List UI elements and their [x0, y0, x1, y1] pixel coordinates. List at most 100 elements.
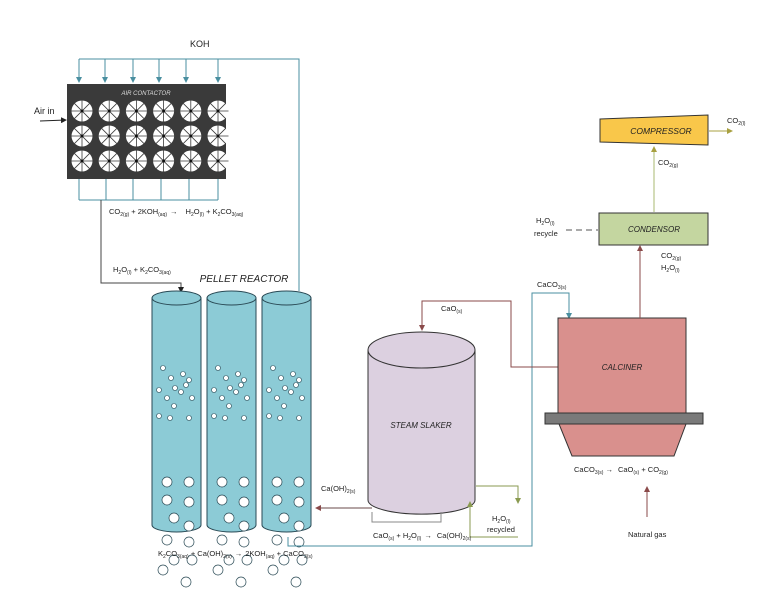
- steam-slaker-label: STEAM SLAKER: [390, 421, 452, 430]
- pellet-small: [266, 413, 272, 419]
- pellet-large: [216, 494, 228, 506]
- fan-icon: [71, 100, 93, 122]
- pellet-small: [266, 387, 272, 393]
- pellet-small: [278, 375, 284, 381]
- pellet-small: [241, 415, 247, 421]
- pellet-large: [157, 564, 169, 576]
- fan-icon: [71, 125, 93, 147]
- offgas-label-co2: CO2(g): [661, 251, 681, 262]
- pellet-large: [267, 564, 279, 576]
- calciner-reaction: CaCO3(s)→CaO(s) + CO2(g): [574, 465, 668, 476]
- pellet-large: [183, 536, 195, 548]
- h2o-recycled-label-2: recycled: [487, 525, 515, 534]
- pellet-small: [178, 389, 184, 395]
- condensor: CONDENSOR: [598, 212, 709, 246]
- pellet-large: [161, 534, 173, 546]
- pellet-small: [299, 395, 305, 401]
- condensor-label: CONDENSOR: [628, 225, 680, 234]
- pellet-small: [226, 403, 232, 409]
- fan-icon: [98, 100, 120, 122]
- steam-slaker-reaction: CaO(s) + H2O(l)→Ca(OH)2(s): [373, 531, 472, 542]
- pellet-large: [278, 512, 290, 524]
- pellet-large: [271, 476, 283, 488]
- pellet-small: [211, 387, 217, 393]
- pellet-large: [293, 496, 305, 508]
- h2o-recycle-label: H2O(l): [536, 216, 555, 227]
- pellet-small: [270, 365, 276, 371]
- pellet-small: [222, 415, 228, 421]
- pellet-small: [244, 395, 250, 401]
- fan-icon: [207, 125, 229, 147]
- fan-icon: [180, 150, 202, 172]
- pellet-small: [227, 385, 233, 391]
- pellet-small: [233, 389, 239, 395]
- pellet-small: [241, 377, 247, 383]
- pellet-reactor-label: PELLET REACTOR: [200, 274, 289, 285]
- pellet-small: [189, 395, 195, 401]
- natural-gas-label: Natural gas: [628, 530, 667, 539]
- pellet-column: [206, 290, 257, 588]
- pellet-column: [261, 290, 312, 588]
- pellet-small: [219, 395, 225, 401]
- pellet-large: [290, 576, 302, 588]
- pellet-large: [296, 554, 308, 566]
- pellet-small: [211, 413, 217, 419]
- pellet-small: [164, 395, 170, 401]
- pellet-small: [235, 371, 241, 377]
- pellet-small: [288, 389, 294, 395]
- koh-label: KOH: [190, 39, 210, 49]
- pellet-large: [278, 554, 290, 566]
- pellet-small: [183, 382, 189, 388]
- pellet-small: [293, 382, 299, 388]
- pellet-large: [216, 476, 228, 488]
- h2o-out-line: [476, 485, 521, 504]
- pellet-large: [293, 520, 305, 532]
- pellet-small: [156, 413, 162, 419]
- pellet-small: [167, 415, 173, 421]
- pellet-large: [238, 520, 250, 532]
- caoh2-label: Ca(OH)2(s): [321, 484, 356, 495]
- pellet-large: [223, 554, 235, 566]
- fan-icon: [125, 100, 147, 122]
- pellet-small: [172, 385, 178, 391]
- pellet-large: [168, 512, 180, 524]
- contactor-outlet-manifold: [78, 179, 219, 293]
- pellet-small: [156, 387, 162, 393]
- pellet-large: [183, 496, 195, 508]
- pellet-large: [241, 554, 253, 566]
- pellet-small: [296, 415, 302, 421]
- pellet-large: [212, 564, 224, 576]
- pellet-small: [160, 365, 166, 371]
- fan-icon: [125, 150, 147, 172]
- air-in-arrow: [39, 117, 67, 124]
- calciner-grate: [544, 412, 704, 425]
- pellet-large: [186, 554, 198, 566]
- pellet-small: [171, 403, 177, 409]
- pellet-large: [161, 494, 173, 506]
- air-contactor-reaction: CO2(g) + 2KOH(aq)→H2O(l) + K2CO3(aq): [109, 207, 244, 218]
- fan-icon: [153, 125, 175, 147]
- fan-grid: [71, 100, 229, 172]
- pellet-small: [282, 385, 288, 391]
- pellet-large: [168, 554, 180, 566]
- co2-liquid-label: CO2(l): [727, 116, 746, 127]
- pellet-large: [183, 520, 195, 532]
- pellet-small: [180, 371, 186, 377]
- fan-icon: [153, 150, 175, 172]
- contactor-outlet-label: H2O(l) + K2CO3(aq): [113, 265, 171, 276]
- compressor-label: COMPRESSOR: [630, 126, 691, 136]
- caco3-label: CaCO3(s): [537, 280, 567, 291]
- pellet-large: [223, 512, 235, 524]
- pellet-small: [215, 365, 221, 371]
- pellet-large: [238, 496, 250, 508]
- pellet-reactor-reaction: K2CO3(aq) + Ca(OH)2(s)→2KOH(aq) + CaCO3(…: [158, 549, 313, 560]
- pellet-large: [271, 494, 283, 506]
- air-contactor: AIR CONTACTOR: [67, 84, 229, 179]
- pellet-small: [274, 395, 280, 401]
- offgas-label-h2o: H2O(l): [661, 263, 680, 274]
- pellet-large: [183, 476, 195, 488]
- pellet-large: [238, 536, 250, 548]
- fan-icon: [125, 125, 147, 147]
- pellet-small: [238, 382, 244, 388]
- h2o-recycle-label-2: recycle: [534, 229, 558, 238]
